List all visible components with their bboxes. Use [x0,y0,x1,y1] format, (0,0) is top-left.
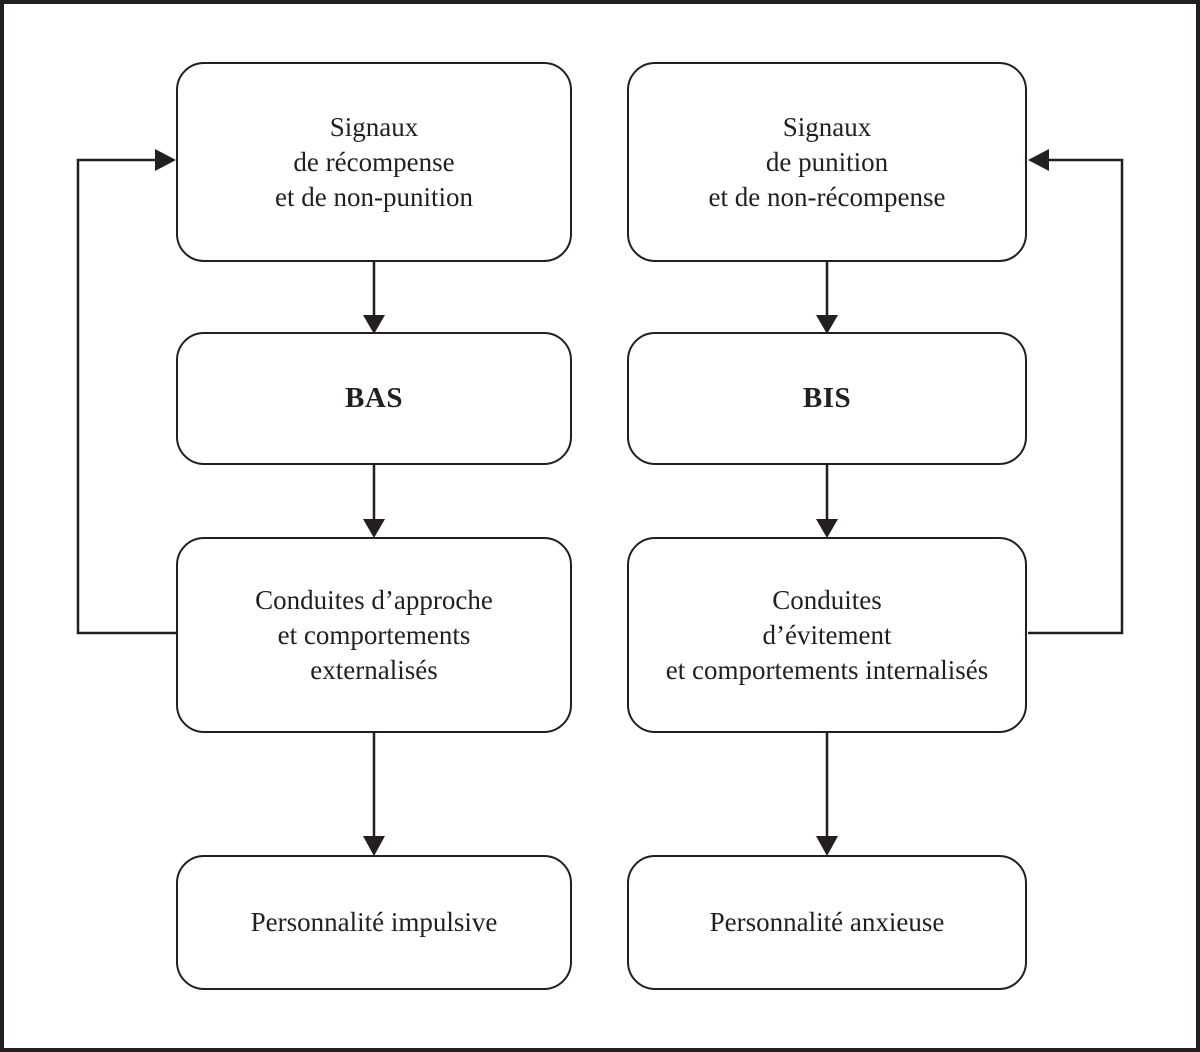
arrowhead-down-icon [363,836,385,856]
arrowhead-down-icon [363,519,385,538]
box-reward-signals-label: Signaux de récompense et de non-punition [275,111,473,212]
arrowhead-left-icon [1028,149,1049,171]
box-bas: BAS [176,332,572,465]
box-avoidance-conduct: Conduites d’évitement et comportements i… [627,537,1027,733]
feedback-loop-right [1028,158,1124,635]
box-approach-conduct: Conduites d’approche et comportements ex… [176,537,572,733]
arrowhead-down-icon [816,836,838,856]
arrowhead-down-icon [816,315,838,334]
box-approach-conduct-label: Conduites d’approche et comportements ex… [255,584,493,685]
box-reward-signals: Signaux de récompense et de non-punition [176,62,572,262]
box-impulsive-personality: Personnalité impulsive [176,855,572,990]
box-impulsive-personality-label: Personnalité impulsive [250,907,498,937]
box-punishment-signals: Signaux de punition et de non-récompense [627,62,1027,262]
box-punishment-signals-label: Signaux de punition et de non-récompense [708,111,946,212]
arrowhead-right-icon [155,149,176,171]
arrowhead-down-icon [816,519,838,538]
box-anxious-personality: Personnalité anxieuse [627,855,1027,990]
box-anxious-personality-label: Personnalité anxieuse [709,907,945,937]
box-bis-label: BIS [802,382,852,414]
feedback-loop-left [76,158,176,635]
box-bis: BIS [627,332,1027,465]
box-bas-label: BAS [345,382,403,414]
connector-layer [76,149,1124,856]
arrowhead-down-icon [363,315,385,334]
box-avoidance-conduct-label: Conduites d’évitement et comportements i… [665,584,989,685]
